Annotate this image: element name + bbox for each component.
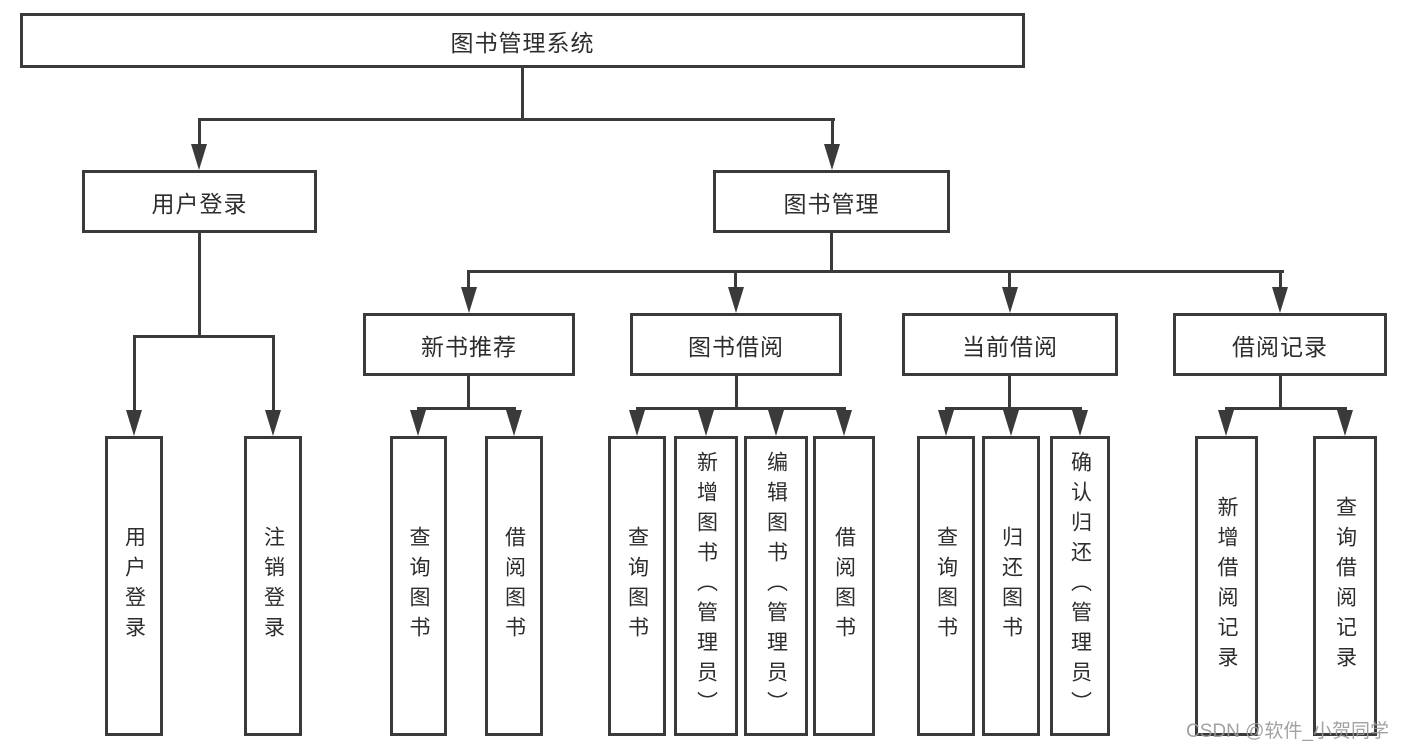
node-leaf-return-book: 归还图书 bbox=[982, 436, 1040, 736]
node-leaf-edit-book-admin: 编辑图书（管理员） bbox=[744, 436, 808, 736]
node-leaf-borrow-books: 借阅图书 bbox=[813, 436, 875, 736]
connector-line bbox=[1279, 376, 1282, 407]
arrow-down-icon bbox=[1003, 410, 1019, 436]
connector-line bbox=[636, 407, 846, 410]
connector-line bbox=[467, 270, 470, 290]
arrow-down-icon bbox=[629, 410, 645, 436]
node-leaf-confirm-return-admin: 确认归还（管理员） bbox=[1050, 436, 1110, 736]
node-leaf-logout: 注销登录 bbox=[244, 436, 302, 736]
node-leaf-label: 查询图书 bbox=[407, 526, 430, 646]
node-book-management: 图书管理 bbox=[713, 170, 950, 233]
arrow-down-icon bbox=[768, 410, 784, 436]
connector-line bbox=[521, 68, 524, 118]
node-leaf-query-books-current: 查询图书 bbox=[917, 436, 975, 736]
node-leaf-logout-label: 注销登录 bbox=[261, 526, 285, 646]
node-leaf-label: 借阅图书 bbox=[502, 526, 526, 646]
node-new-book-recommend: 新书推荐 bbox=[363, 313, 575, 376]
node-leaf-label: 借阅图书 bbox=[832, 526, 856, 646]
node-leaf-query-books-borrowing: 查询图书 bbox=[608, 436, 666, 736]
node-borrow-records-label: 借阅记录 bbox=[1232, 333, 1328, 360]
connector-line bbox=[198, 118, 835, 121]
connector-line bbox=[734, 270, 737, 290]
watermark: CSDN @软件_小贺同学 bbox=[1186, 721, 1389, 742]
node-leaf-label: 新增借阅记录 bbox=[1215, 496, 1238, 676]
node-current-borrowing: 当前借阅 bbox=[902, 313, 1118, 376]
arrow-down-icon bbox=[1218, 410, 1234, 436]
arrow-down-icon bbox=[410, 410, 426, 436]
connector-line bbox=[198, 233, 201, 335]
connector-line bbox=[133, 335, 136, 417]
node-leaf-label: 查询图书 bbox=[625, 526, 649, 646]
arrow-down-icon bbox=[126, 410, 142, 436]
connector-line bbox=[945, 407, 1082, 410]
arrow-down-icon bbox=[698, 410, 714, 436]
connector-line bbox=[1008, 270, 1011, 290]
arrow-down-icon bbox=[1002, 287, 1018, 313]
node-leaf-query-books-recommend: 查询图书 bbox=[390, 436, 447, 736]
connector-line bbox=[1279, 270, 1282, 290]
connector-line bbox=[417, 407, 516, 410]
connector-line bbox=[830, 233, 833, 270]
node-book-borrowing-label: 图书借阅 bbox=[688, 333, 784, 360]
node-root: 图书管理系统 bbox=[20, 13, 1025, 68]
arrow-down-icon bbox=[938, 410, 954, 436]
node-leaf-label: 编辑图书（管理员） bbox=[764, 451, 788, 721]
connector-line bbox=[1008, 376, 1011, 407]
node-user-login: 用户登录 bbox=[82, 170, 317, 233]
node-root-label: 图书管理系统 bbox=[450, 29, 595, 56]
node-leaf-label: 确认归还（管理员） bbox=[1068, 451, 1092, 721]
node-current-borrowing-label: 当前借阅 bbox=[962, 333, 1058, 360]
arrow-down-icon bbox=[461, 287, 477, 313]
connector-line bbox=[1225, 407, 1347, 410]
node-book-borrowing: 图书借阅 bbox=[630, 313, 842, 376]
node-borrow-records: 借阅记录 bbox=[1173, 313, 1387, 376]
node-leaf-user-login: 用户登录 bbox=[105, 436, 163, 736]
node-leaf-user-login-label: 用户登录 bbox=[122, 526, 146, 646]
connector-line bbox=[133, 335, 275, 338]
node-new-book-recommend-label: 新书推荐 bbox=[421, 333, 517, 360]
arrow-down-icon bbox=[1072, 410, 1088, 436]
node-leaf-label: 归还图书 bbox=[999, 526, 1023, 646]
node-leaf-query-borrow-record: 查询借阅记录 bbox=[1313, 436, 1377, 736]
arrow-down-icon bbox=[824, 144, 840, 170]
arrow-down-icon bbox=[506, 410, 522, 436]
connector-line bbox=[467, 376, 470, 407]
node-leaf-label: 新增图书（管理员） bbox=[694, 451, 718, 721]
connector-line bbox=[467, 270, 1284, 273]
connector-line bbox=[198, 118, 201, 150]
arrow-down-icon bbox=[836, 410, 852, 436]
connector-line bbox=[831, 118, 834, 150]
arrow-down-icon bbox=[728, 287, 744, 313]
node-leaf-label: 查询借阅记录 bbox=[1333, 496, 1357, 676]
arrow-down-icon bbox=[1337, 410, 1353, 436]
arrow-down-icon bbox=[265, 410, 281, 436]
arrow-down-icon bbox=[1272, 287, 1288, 313]
connector-line bbox=[272, 335, 275, 417]
node-leaf-borrow-books-recommend: 借阅图书 bbox=[485, 436, 543, 736]
node-book-management-label: 图书管理 bbox=[783, 190, 880, 217]
node-user-login-label: 用户登录 bbox=[151, 190, 248, 217]
node-leaf-add-book-admin: 新增图书（管理员） bbox=[674, 436, 738, 736]
node-leaf-label: 查询图书 bbox=[934, 526, 958, 646]
arrow-down-icon bbox=[191, 144, 207, 170]
node-leaf-add-borrow-record: 新增借阅记录 bbox=[1195, 436, 1258, 736]
connector-line bbox=[735, 376, 738, 407]
